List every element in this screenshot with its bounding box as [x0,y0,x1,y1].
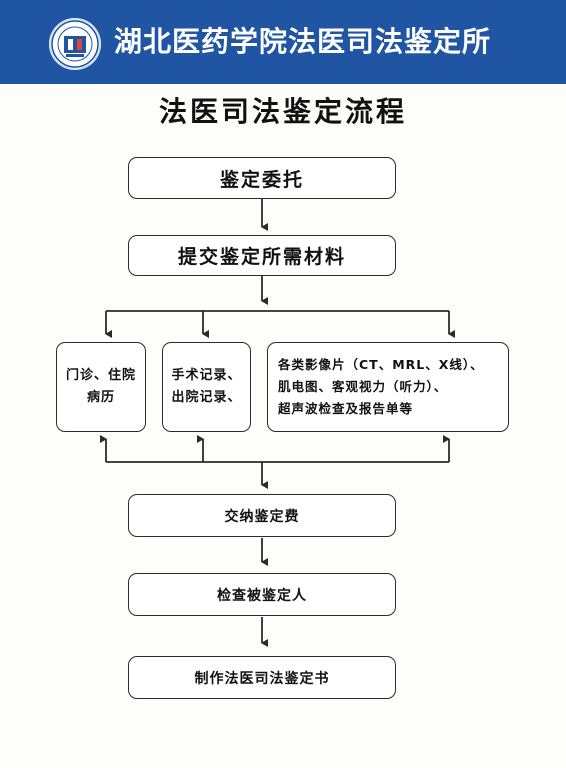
material-imaging-line-1: 各类影像片（CT、MRL、X线）、 [278,357,484,372]
header-bar: 湖北医药学院法医司法鉴定所 [0,0,566,84]
material-surgery-line-1: 手术记录、 [171,368,242,383]
material-imaging-line-2: 肌电图、客观视力（听力）、 [278,379,448,394]
seal-icon [51,20,99,68]
material-outpatient-records: 门诊、住院 病历 [56,342,146,432]
material-imaging-reports: 各类影像片（CT、MRL、X线）、 肌电图、客观视力（听力）、 超声波检查及报告… [267,342,509,432]
material-outpatient-line-1: 门诊、住院 [65,368,136,383]
material-surgery-records: 手术记录、 出院记录、 [162,342,251,432]
institute-logo [49,18,101,70]
step-issue-report: 制作法医司法鉴定书 [128,656,396,699]
step-entrust: 鉴定委托 [128,157,396,199]
step-examine-person: 检查被鉴定人 [128,573,396,616]
material-surgery-line-2: 出院记录、 [171,390,242,405]
step-examine-label: 检查被鉴定人 [217,587,307,604]
step-entrust-label: 鉴定委托 [219,168,304,191]
material-imaging-line-3: 超声波检查及报告单等 [278,401,414,416]
page-title: 法医司法鉴定流程 [158,95,407,128]
step-pay-fee-label: 交纳鉴定费 [224,508,300,525]
step-report-label: 制作法医司法鉴定书 [194,670,330,687]
material-outpatient-line-2: 病历 [86,390,115,405]
header-title: 湖北医药学院法医司法鉴定所 [114,25,492,58]
step-pay-fee: 交纳鉴定费 [128,494,396,537]
step-submit-materials: 提交鉴定所需材料 [128,235,396,276]
step-submit-label: 提交鉴定所需材料 [177,246,346,268]
